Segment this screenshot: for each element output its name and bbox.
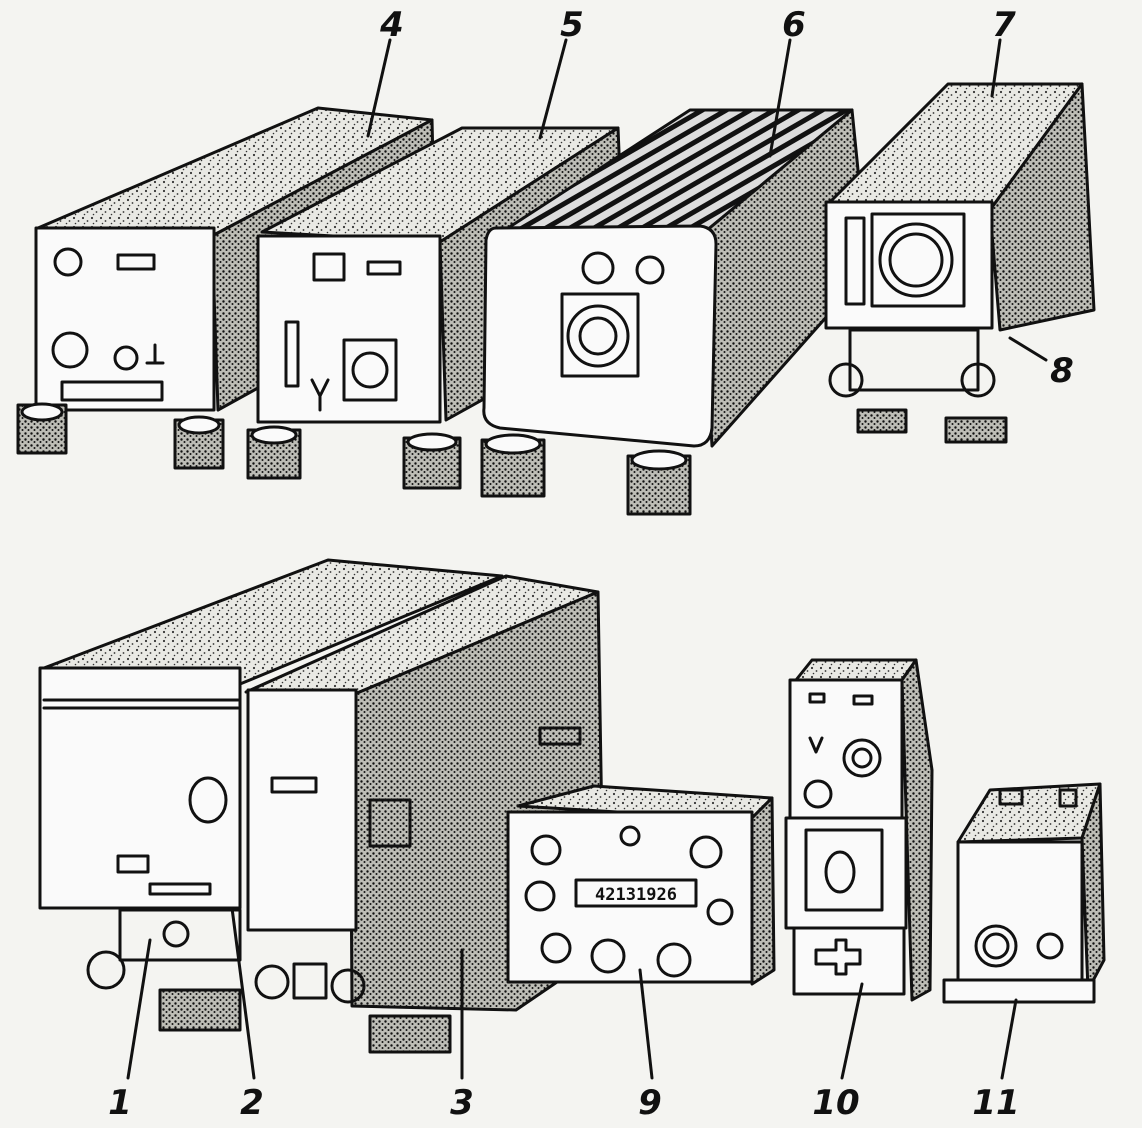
label-2: 2 [240,1083,264,1123]
callout-labels: 4 5 6 7 8 1 2 3 9 10 11 [108,5,1074,1123]
unit-10 [784,658,934,1002]
unit-9: 42131926 [506,784,776,986]
label-1: 1 [108,1083,132,1123]
label-5: 5 [560,5,584,45]
label-6: 6 [782,5,806,45]
unit-7 [824,82,1096,444]
label-8: 8 [1050,351,1074,391]
unit-6 [480,108,870,516]
leader-lines [126,38,1048,1080]
label-11: 11 [972,1083,1019,1123]
label-7: 7 [992,5,1016,45]
label-10: 10 [812,1083,859,1123]
counter-readout: 42131926 [595,885,677,905]
label-4: 4 [379,5,404,45]
unit-1-2 [38,558,504,1032]
unit-11 [942,782,1106,1004]
label-9: 9 [638,1083,662,1123]
label-3: 3 [450,1083,474,1123]
